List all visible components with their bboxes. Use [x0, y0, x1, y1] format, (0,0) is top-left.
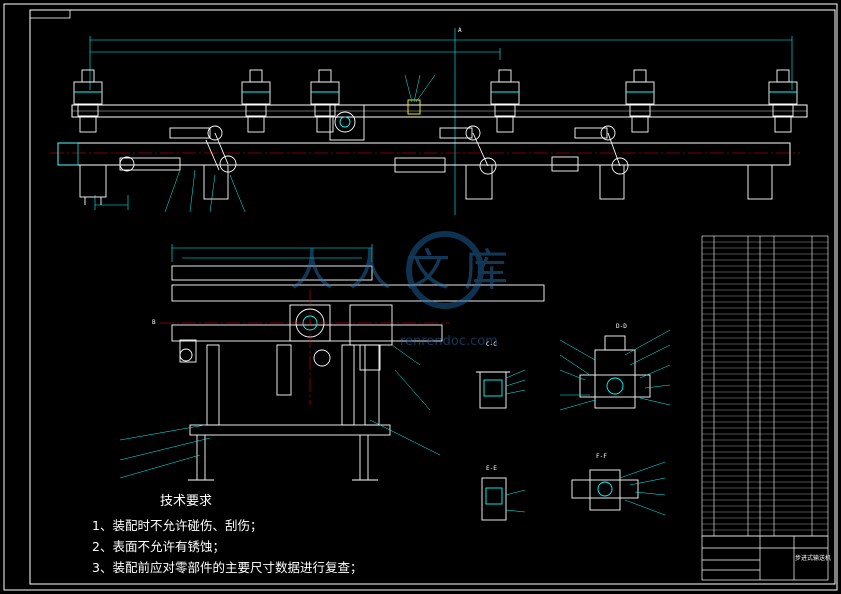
- watermark-logo: 人人文库 renrendoc.com: [290, 231, 522, 349]
- outer-border: [3, 3, 838, 591]
- watermark-subtext: renrendoc.com: [400, 334, 498, 349]
- section-label-d: D-D: [616, 323, 627, 330]
- tech-requirement-2: 2、表面不允许有锈蚀；: [92, 539, 225, 554]
- title-block-name: 步进式输送机: [795, 554, 831, 562]
- section-label-f: F-F: [596, 453, 607, 460]
- section-label-c: C-C: [486, 341, 497, 348]
- title-block: [701, 535, 829, 581]
- tech-requirements-title: 技术要求: [160, 494, 213, 509]
- view-marker-b: B: [152, 319, 156, 326]
- section-details: [476, 335, 651, 521]
- drawing-number-box: [29, 9, 71, 19]
- tech-requirement-1: 1、装配时不允许碰伤、刮伤；: [92, 518, 263, 533]
- tech-requirement-3: 3、装配前应对零部件的主要尺寸数据进行复查；: [92, 560, 363, 575]
- side-elevation-view: [119, 244, 545, 481]
- view-marker-a: A: [458, 27, 462, 34]
- front-elevation-view: [50, 28, 808, 215]
- section-label-e: E-E: [486, 465, 497, 472]
- inner-border: [29, 9, 836, 585]
- watermark-text: 人人文库: [290, 245, 522, 296]
